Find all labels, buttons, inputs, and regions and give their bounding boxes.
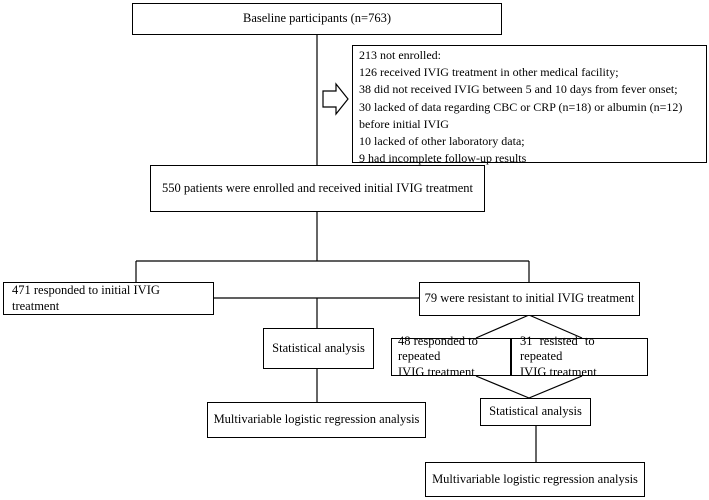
excluded-line: 10 lacked of other laboratory data;	[359, 134, 525, 149]
resistant-box: 79 were resistant to initial IVIG treatm…	[419, 282, 640, 316]
baseline-label: Baseline participants (n=763)	[243, 11, 391, 26]
repeat-resisted-box: 31 resisted to repeated IVIG treatment	[511, 334, 648, 379]
excluded-line: before initial IVIG	[359, 116, 449, 131]
repeat-resisted-line: IVIG treatment	[520, 364, 597, 379]
excluded-line: 30 lacked of data regarding CBC or CRP (…	[359, 99, 683, 114]
arrow-right-icon	[322, 82, 349, 116]
stat-left-box: Statistical analysis	[263, 328, 374, 369]
excluded-line: 213 not enrolled:	[359, 48, 441, 62]
responded-label: 471 responded to initial IVIG treatment	[12, 282, 160, 313]
excluded-line: 38 did not received IVIG between 5 and 1…	[359, 82, 678, 97]
repeat-resisted-line: 31 resisted to repeated	[520, 333, 595, 364]
mlr-right-label: Multivariable logistic regression analys…	[432, 471, 638, 486]
mlr-right-box: Multivariable logistic regression analys…	[425, 462, 645, 497]
responded-box: 471 responded to initial IVIG treatment	[3, 282, 214, 315]
enrolled-box: 550 patients were enrolled and received …	[150, 165, 485, 212]
resistant-label: 79 were resistant to initial IVIG treatm…	[424, 291, 635, 306]
excluded-line: 9 had incomplete follow-up results	[359, 151, 527, 166]
baseline-box: Baseline participants (n=763)	[132, 3, 502, 35]
enrolled-label: 550 patients were enrolled and received …	[162, 180, 473, 195]
mlr-left-box: Multivariable logistic regression analys…	[207, 402, 426, 438]
stat-right-box: Statistical analysis	[480, 398, 591, 426]
excluded-line: 126 received IVIG treatment in other med…	[359, 65, 619, 80]
repeat-responded-line: 48 responded to repeated	[398, 333, 478, 364]
repeat-responded-box: 48 responded to repeated IVIG treatment	[391, 334, 511, 379]
repeat-responded-line: IVIG treatment	[398, 364, 475, 379]
stat-right-label: Statistical analysis	[489, 404, 582, 419]
excluded-box: 213 not enrolled: 126 received IVIG trea…	[352, 45, 707, 165]
mlr-left-label: Multivariable logistic regression analys…	[213, 412, 420, 427]
stat-left-label: Statistical analysis	[272, 340, 365, 355]
